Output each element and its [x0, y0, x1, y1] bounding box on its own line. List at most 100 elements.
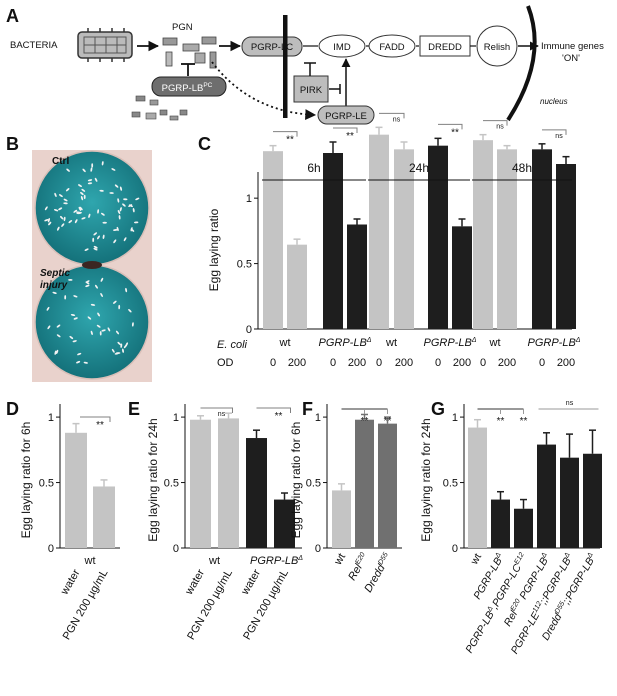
c-sig-label: ns	[496, 124, 504, 131]
egg	[87, 316, 92, 320]
egg	[134, 221, 139, 224]
f-y-tick-label: 1	[315, 412, 321, 424]
e-bar	[218, 418, 239, 548]
relish-label: Relish	[484, 42, 510, 53]
e-sig-label: **	[275, 411, 283, 422]
egg	[78, 206, 82, 211]
dredd-label: DREDD	[428, 42, 462, 53]
egg	[119, 186, 123, 191]
egg	[66, 168, 70, 172]
panel-letter-e: E	[128, 399, 140, 419]
pgrp-le-box	[317, 105, 375, 125]
g-x-label-sup: Δ	[494, 551, 503, 560]
c-od-value: 0	[330, 357, 336, 369]
egg	[119, 207, 122, 212]
c-y-tick-label: 1	[246, 193, 252, 205]
egg	[109, 192, 114, 194]
c-genotype-sup: Δ	[366, 337, 372, 344]
e-genotype-main: PGRP-LB	[250, 555, 298, 567]
f-y-tick-label: 0	[315, 543, 321, 555]
egg	[115, 330, 120, 335]
egg	[122, 203, 126, 207]
f-x-label-main: Rel	[346, 562, 365, 583]
egg	[101, 161, 104, 166]
egg	[72, 340, 77, 343]
egg	[82, 168, 86, 173]
egg	[58, 207, 63, 211]
immune-on-label: 'ON'	[562, 53, 580, 64]
egg	[87, 182, 93, 185]
egg	[93, 247, 98, 251]
egg	[65, 188, 70, 192]
egg	[47, 218, 50, 223]
g-x-label-sup: Δ	[586, 551, 595, 560]
egg	[56, 334, 61, 338]
g-bar	[514, 508, 533, 548]
fadd-label: FADD	[379, 42, 404, 53]
imd-label: IMD	[333, 42, 351, 53]
egg	[99, 189, 104, 192]
egg	[107, 327, 111, 332]
e-genotype-label: wt	[208, 555, 220, 567]
pgrp-lb-box	[151, 76, 227, 97]
g-sig-label: ns	[566, 400, 574, 407]
egg	[135, 197, 140, 201]
panel-letter-g: G	[431, 399, 445, 419]
egg	[64, 295, 67, 300]
egg	[101, 212, 105, 216]
egg	[93, 232, 98, 236]
egg	[112, 300, 117, 304]
egg	[117, 210, 121, 215]
e-genotype-sup: Δ	[297, 555, 303, 562]
e-bar	[274, 499, 295, 548]
egg	[80, 195, 84, 201]
nucleus-label: nucleus	[540, 97, 568, 106]
egg	[122, 348, 124, 353]
egg	[100, 292, 103, 298]
pgrp-le-label: PGRP-LE	[325, 111, 367, 122]
c-od-value: 0	[480, 357, 486, 369]
pgrp-lc-label: PGRP-LC	[251, 42, 293, 53]
f-sig-label: **	[384, 416, 392, 427]
egg	[83, 361, 88, 364]
egg	[54, 350, 57, 355]
f-sig-label: **	[361, 416, 369, 427]
e-bar	[246, 438, 267, 548]
e-y-label: Egg laying ratio for 24h	[146, 418, 160, 541]
g-bar	[560, 457, 579, 548]
c-genotype-label: PGRP-LBΔ	[424, 337, 477, 349]
e-y-tick-label: 0	[173, 543, 179, 555]
g-bar	[468, 427, 487, 548]
septic-label: Septic	[40, 268, 70, 279]
c-bar	[347, 224, 367, 329]
panel-a: A BACTERIA PGN	[6, 5, 604, 125]
c-sig-label: **	[346, 131, 354, 142]
c-genotype-label: PGRP-LBΔ	[319, 337, 372, 349]
c-genotype-label: wt	[385, 337, 397, 349]
egg	[94, 177, 98, 182]
egg	[111, 348, 115, 353]
e-sig-bracket	[256, 407, 291, 413]
c-od-value: 200	[453, 357, 471, 369]
e-sig-label: ns	[218, 411, 226, 418]
panel-letter-f: F	[302, 399, 313, 419]
egg	[130, 228, 135, 232]
egg	[96, 324, 101, 328]
c-genotype-label: wt	[279, 337, 291, 349]
egg	[54, 192, 57, 197]
c-group-label: 24h	[409, 161, 429, 175]
egg	[101, 329, 106, 332]
egg	[91, 163, 94, 168]
c-ecoli-label: E. coli	[217, 339, 248, 351]
egg	[44, 206, 48, 211]
egg	[102, 234, 105, 239]
fadd-node	[368, 34, 416, 58]
f-x-label-main: Dredd	[362, 562, 388, 595]
e-sig-bracket	[200, 407, 233, 413]
g-x-label-sup: E12	[513, 551, 525, 565]
egg	[77, 352, 82, 356]
